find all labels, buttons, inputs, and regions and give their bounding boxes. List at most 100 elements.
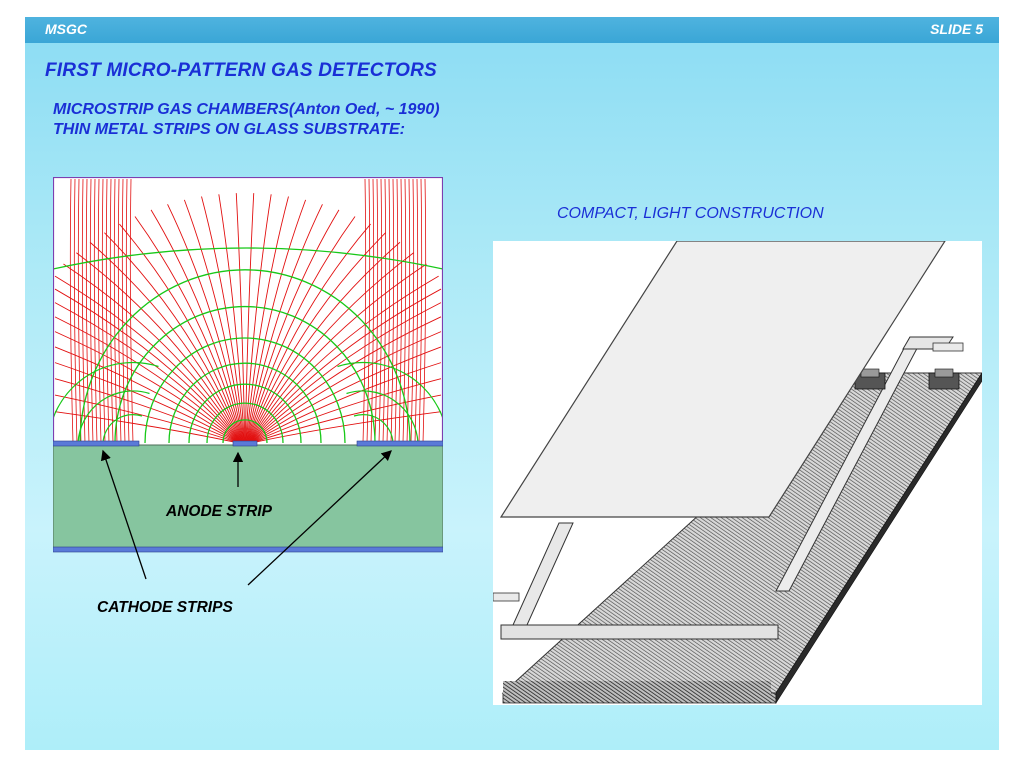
field-line xyxy=(247,216,356,444)
field-line xyxy=(246,204,323,444)
anode-strip xyxy=(232,440,258,447)
field-line xyxy=(250,394,442,444)
gas-pipe-right xyxy=(932,342,964,352)
field-line xyxy=(414,178,419,444)
field-line xyxy=(245,196,289,444)
field-line xyxy=(410,178,415,444)
field-line xyxy=(54,302,241,444)
field-line xyxy=(105,178,110,444)
field-line xyxy=(218,194,245,444)
equipotential-line xyxy=(206,402,284,444)
field-line xyxy=(85,178,90,444)
equipotential-line xyxy=(79,269,411,444)
anode-strip-label: ANODE STRIP xyxy=(166,503,272,520)
field-diagram xyxy=(53,177,443,553)
field-line xyxy=(54,378,240,444)
field-line xyxy=(370,178,375,444)
field-line xyxy=(366,178,371,444)
field-line xyxy=(386,178,391,444)
strip-plate-bonding-row xyxy=(503,681,771,695)
field-line xyxy=(250,362,442,444)
field-line xyxy=(245,194,272,444)
equipotential-line xyxy=(168,362,322,444)
field-line xyxy=(150,209,244,444)
field-line xyxy=(121,178,126,444)
frame-left-bar xyxy=(512,522,574,626)
header-bar: MSGC SLIDE 5 xyxy=(25,17,999,43)
construction-label: COMPACT, LIGHT CONSTRUCTION xyxy=(557,205,824,222)
field-line xyxy=(109,178,114,444)
field-line xyxy=(119,223,243,444)
equipotential-line xyxy=(77,390,150,444)
field-line xyxy=(249,302,442,444)
slide-number: SLIDE 5 xyxy=(930,21,983,37)
field-line xyxy=(248,241,401,444)
subtitle-line-2: THIN METAL STRIPS ON GLASS SUBSTRATE: xyxy=(53,121,406,138)
subtitle-line-1: MICROSTRIP GAS CHAMBERS(Anton Oed, ~ 199… xyxy=(53,101,440,118)
field-line xyxy=(249,275,439,444)
field-line xyxy=(54,331,240,444)
field-line xyxy=(398,178,403,444)
equipotential-line xyxy=(102,414,143,444)
field-line xyxy=(113,178,118,444)
field-line xyxy=(54,411,240,444)
strip-plate-side-edge xyxy=(775,372,982,705)
field-line xyxy=(244,193,255,444)
field-line xyxy=(73,178,78,444)
field-line xyxy=(77,178,82,444)
field-line xyxy=(406,178,411,444)
field-line xyxy=(422,178,427,444)
field-line xyxy=(418,178,423,444)
field-line xyxy=(54,275,241,444)
field-line xyxy=(69,178,74,444)
field-line xyxy=(248,252,414,444)
gas-pipe-left xyxy=(493,592,520,602)
cathode-strips-label: CATHODE STRIPS xyxy=(97,599,233,616)
field-line xyxy=(201,196,245,444)
field-line xyxy=(167,204,244,444)
field-line xyxy=(97,178,102,444)
field-line xyxy=(54,288,241,444)
equipotential-line xyxy=(114,305,376,444)
field-line xyxy=(235,193,246,444)
equipotential-lines xyxy=(53,247,443,444)
cathode-strip-right xyxy=(356,440,443,447)
field-line xyxy=(245,199,307,444)
field-line xyxy=(246,209,340,444)
field-line xyxy=(250,346,442,444)
field-line xyxy=(249,288,442,444)
field-line xyxy=(247,223,371,444)
field-line xyxy=(93,178,98,444)
header-left-label: MSGC xyxy=(45,21,87,37)
equipotential-line xyxy=(144,337,346,444)
construction-illustration xyxy=(493,241,982,705)
field-line xyxy=(247,232,386,444)
field-line xyxy=(390,178,395,444)
equipotential-line xyxy=(353,414,394,444)
field-line xyxy=(183,199,245,444)
cathode-arrow-left xyxy=(100,449,147,580)
equipotential-line xyxy=(53,362,159,421)
cathode-arrow-right xyxy=(247,450,392,586)
equipotential-line xyxy=(337,362,443,421)
equipotential-line xyxy=(188,383,302,444)
equipotential-line xyxy=(346,390,419,444)
field-lines xyxy=(54,178,442,444)
field-line xyxy=(54,346,240,444)
field-line xyxy=(374,178,379,444)
field-line xyxy=(394,178,399,444)
equipotential-line xyxy=(53,247,443,270)
cathode-strip-left xyxy=(53,440,140,447)
frame-front-bar xyxy=(500,624,779,640)
field-line xyxy=(76,252,242,444)
label-arrows xyxy=(100,449,392,586)
field-line xyxy=(54,394,240,444)
equipotential-line xyxy=(222,419,268,444)
slide: MSGC SLIDE 5 FIRST MICRO-PATTERN GAS DET… xyxy=(25,17,999,750)
field-line xyxy=(134,216,243,444)
connectors xyxy=(854,368,960,390)
field-line xyxy=(125,178,130,444)
field-line xyxy=(101,178,106,444)
cover-plate xyxy=(499,241,946,518)
field-line xyxy=(362,178,367,444)
